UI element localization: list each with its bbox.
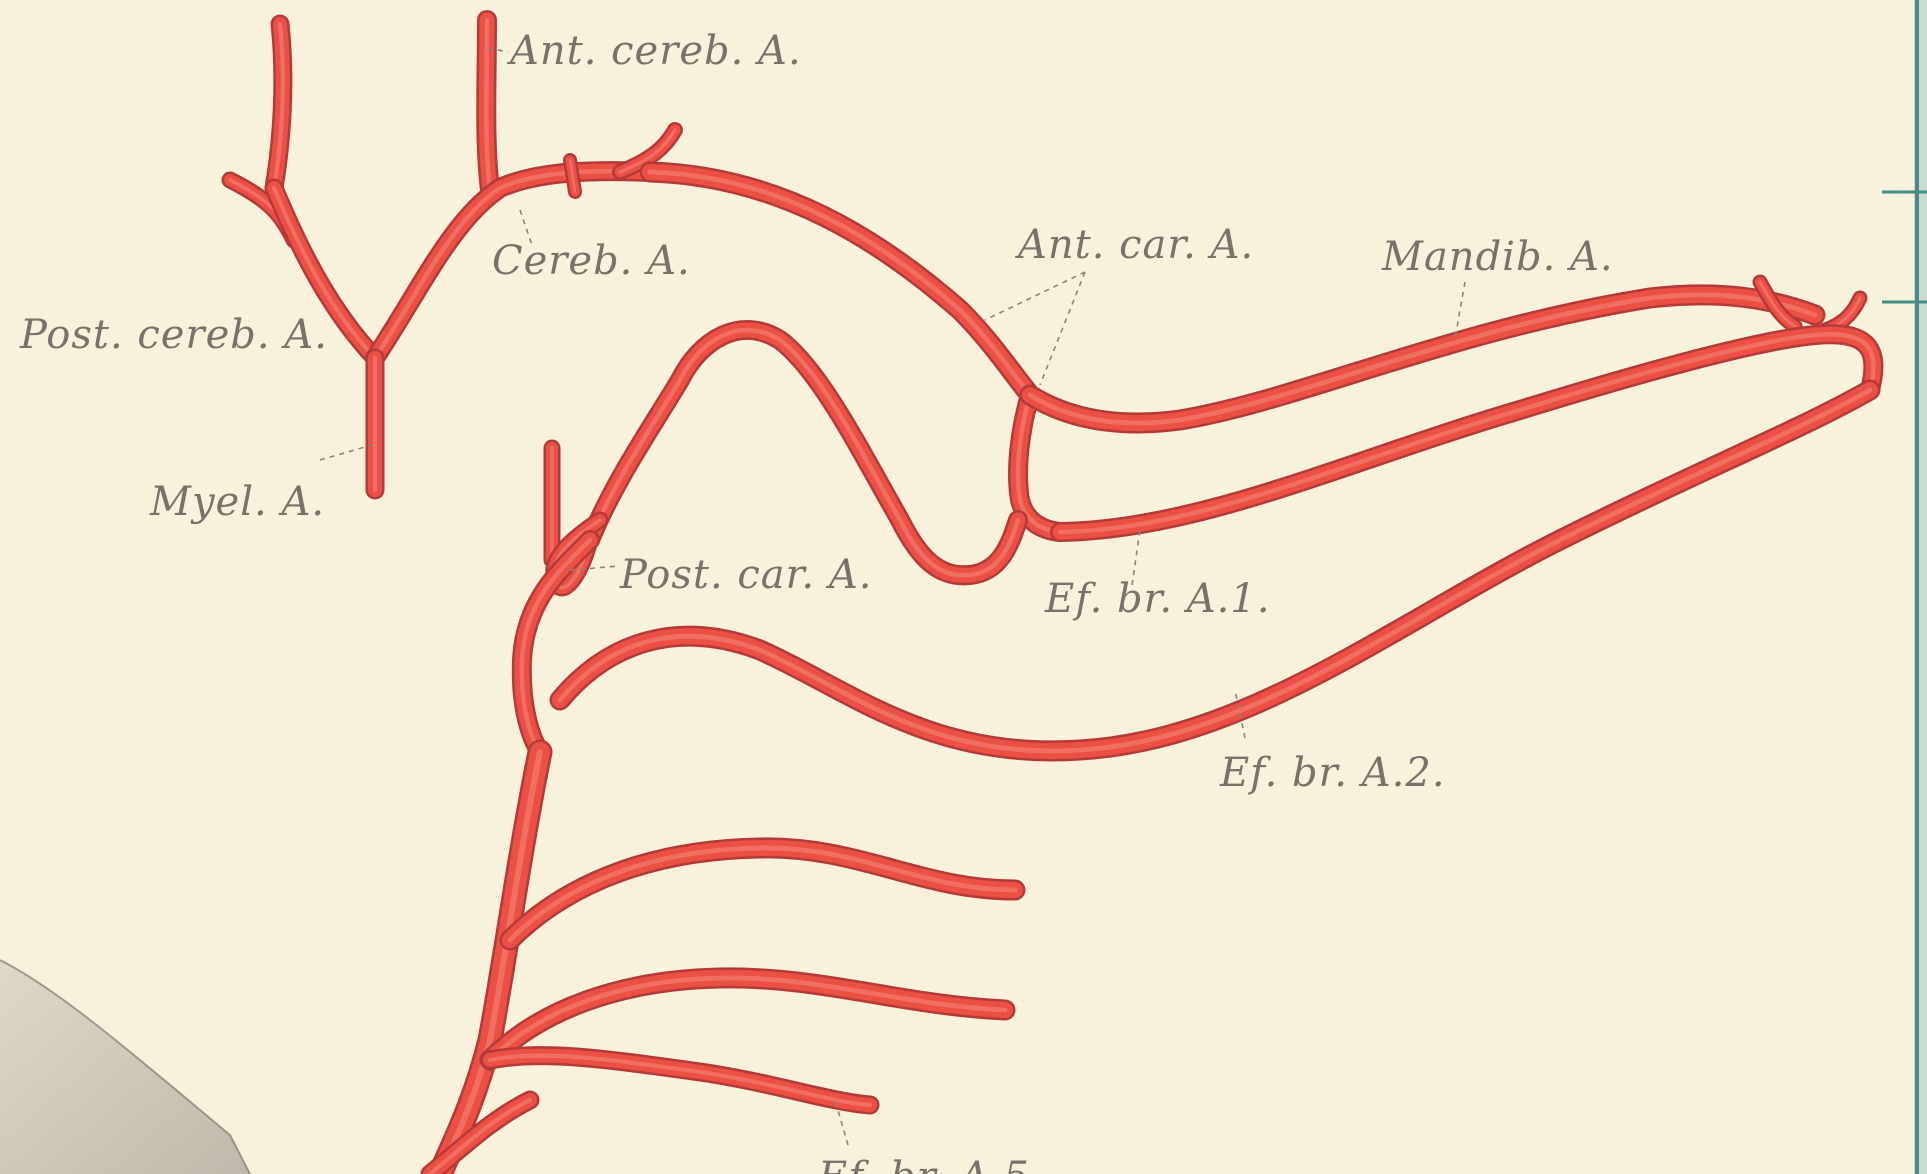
afferent-loop-artery xyxy=(1060,334,1873,532)
internal-carotid-arch xyxy=(650,172,1030,395)
anterior-cerebral-artery xyxy=(486,20,490,190)
internal-carotid-arch-artery xyxy=(650,172,1030,395)
label-mandib-artery: Mandib. A. xyxy=(1381,234,1614,280)
label-cereb-artery: Cereb. A. xyxy=(492,238,691,284)
cerebral-notch xyxy=(570,160,575,192)
posterior-carotid-loop xyxy=(590,330,1018,575)
efferent-branchial-artery-3 xyxy=(510,848,1015,940)
internal-carotid-arch-artery-hl xyxy=(650,172,1030,395)
shaded-tissue xyxy=(0,960,250,1174)
label-post-cereb-artery: Post. cereb. A. xyxy=(19,312,328,358)
label-ant-cereb-artery: Ant. cereb. A. xyxy=(506,28,802,74)
posterior-cerebral-artery-left xyxy=(274,24,283,188)
efferent-branchial-artery-3-artery xyxy=(510,848,1015,940)
label-ef-br-artery-2: Ef. br. A.2. xyxy=(1219,750,1446,796)
efferent-branchial-artery-5 xyxy=(490,1056,870,1105)
label-ant-car-artery: Ant. car. A. xyxy=(1014,222,1254,268)
label-myel-artery: Myel. A. xyxy=(149,479,325,525)
label-post-car-artery: Post. car. A. xyxy=(619,552,872,598)
label-ef-br-artery-5: Ef. br. A.5. xyxy=(817,1154,1044,1174)
afferent-loop xyxy=(1060,334,1873,532)
label-ef-br-artery-1: Ef. br. A.1. xyxy=(1044,576,1271,622)
internal-carotid-arch-artery-outline xyxy=(650,172,1030,395)
posterior-carotid-loop-artery-hl xyxy=(590,330,1018,575)
